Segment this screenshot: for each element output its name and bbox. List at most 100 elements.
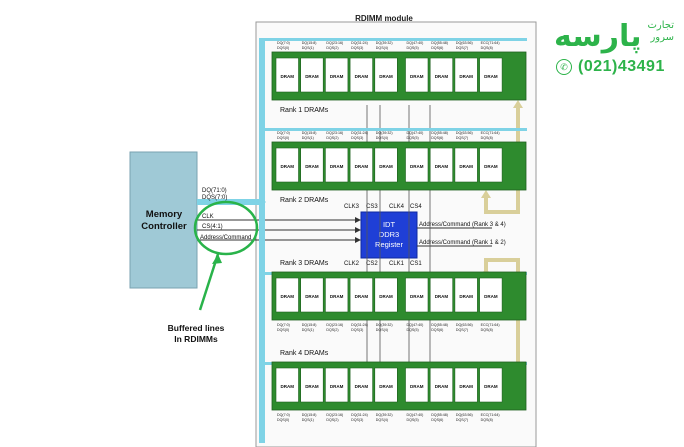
dq-label: DQ(55:48)	[431, 41, 448, 45]
dq-label: DQ(15:8)	[302, 131, 317, 135]
dram-chip	[454, 277, 478, 313]
memory-controller-label-1: Memory	[146, 209, 183, 220]
signal-cs: CS(4:1)	[202, 224, 223, 230]
cs3-label: CS3	[366, 204, 378, 210]
route-rank3-arrow	[481, 190, 491, 198]
dq-label: DQ(63:56)	[456, 323, 473, 327]
dram-label: DRAM	[484, 294, 498, 299]
dram-chip	[300, 277, 324, 313]
dqs-label: DQS(8)	[481, 46, 493, 50]
dq-label: ECC(71:64)	[481, 41, 500, 45]
dram-chip	[405, 367, 429, 403]
dqs-label: DQS(7)	[456, 46, 468, 50]
dram-chip	[325, 57, 349, 93]
annotation-line-1: Buffered lines	[168, 323, 225, 333]
dq-label: DQ(23:16)	[326, 131, 343, 135]
clk-arrow	[355, 217, 361, 223]
dram-label: DRAM	[281, 384, 295, 389]
dram-label: DRAM	[330, 294, 344, 299]
phone-number: (021)43491	[578, 58, 665, 75]
dram-label: DRAM	[459, 294, 473, 299]
dram-chip	[374, 57, 398, 93]
dqs-label: DQS(5)	[407, 328, 419, 332]
dqs-label: DQS(6)	[431, 328, 443, 332]
dqs-label: DQS(4)	[376, 418, 388, 422]
dq-label: DQ(47:40)	[407, 131, 424, 135]
dq-label: DQ(15:8)	[302, 413, 317, 417]
dqs-label: DQS(8)	[481, 136, 493, 140]
register-line-3: Register	[375, 240, 403, 249]
dqs-label: DQS(3)	[351, 418, 363, 422]
signal-clk: CLK	[202, 214, 214, 220]
dqs-label: DQS(6)	[431, 418, 443, 422]
dq-label: DQ(47:40)	[407, 413, 424, 417]
dram-label: DRAM	[484, 384, 498, 389]
annotation-line-2: In RDIMMs	[174, 334, 218, 344]
dqs-label: DQS(2)	[326, 328, 338, 332]
dram-label: DRAM	[330, 74, 344, 79]
dq-label: ECC(71:64)	[481, 413, 500, 417]
dq-label: DQ(39:32)	[376, 413, 393, 417]
dram-chip	[275, 367, 299, 403]
dqs-label: DQS(3)	[351, 46, 363, 50]
dram-chip	[325, 367, 349, 403]
register-line-1: IDT	[383, 220, 396, 229]
dram-label: DRAM	[355, 384, 369, 389]
dram-chip	[479, 367, 503, 403]
dram-label: DRAM	[281, 294, 295, 299]
brand-tagline-1: تجارت	[647, 20, 674, 31]
dq-trunk	[259, 38, 265, 443]
dq-label: DQ(7:0)	[277, 41, 290, 45]
dqs-label: DQS(6)	[431, 136, 443, 140]
dram-label: DRAM	[305, 164, 319, 169]
dram-label: DRAM	[330, 384, 344, 389]
dqs-label: DQS(2)	[326, 46, 338, 50]
dram-chip	[454, 367, 478, 403]
dram-chip	[300, 57, 324, 93]
dram-label: DRAM	[484, 164, 498, 169]
module-title: RDIMM module	[355, 14, 413, 23]
clk1-label: CLK1	[389, 261, 405, 267]
memory-controller-box	[129, 151, 198, 289]
register-line-2: DDR3	[379, 230, 399, 239]
dq-label: DQ(47:40)	[407, 41, 424, 45]
dq-label: DQ(7:0)	[277, 413, 290, 417]
dram-chip	[405, 277, 429, 313]
signal-dqs: DQS(7:0)	[202, 195, 227, 201]
dram-chip	[405, 147, 429, 183]
dram-chip	[300, 367, 324, 403]
dqs-label: DQS(8)	[481, 418, 493, 422]
rank-label: Rank 1 DRAMs	[280, 107, 329, 114]
phone-icon: ✆	[556, 59, 572, 75]
rank-label: Rank 3 DRAMs	[280, 260, 329, 267]
dq-label: DQ(31:24)	[351, 323, 368, 327]
dram-label: DRAM	[410, 384, 424, 389]
dq-label: DQ(7:0)	[277, 323, 290, 327]
dqs-label: DQS(3)	[351, 328, 363, 332]
dq-label: DQ(23:16)	[326, 41, 343, 45]
ranks-layer: Rank 1 DRAMsDRAMDQ(7:0)DQS(0)DRAMDQ(15:8…	[259, 38, 527, 422]
dram-label: DRAM	[355, 164, 369, 169]
dram-chip	[325, 147, 349, 183]
dram-chip	[454, 147, 478, 183]
dram-label: DRAM	[281, 164, 295, 169]
dram-label: DRAM	[435, 164, 449, 169]
dq-label: DQ(23:16)	[326, 413, 343, 417]
dq-label: ECC(71:64)	[481, 323, 500, 327]
rank-label: Rank 2 DRAMs	[280, 197, 329, 204]
dqs-label: DQS(3)	[351, 136, 363, 140]
brand-tagline: تجارت سرور	[638, 20, 674, 44]
dq-label: DQ(31:24)	[351, 413, 368, 417]
route-rank4-arrow	[513, 100, 523, 108]
cs-arrow	[355, 227, 361, 233]
dram-chip	[349, 367, 373, 403]
dram-chip	[349, 147, 373, 183]
dram-chip	[479, 147, 503, 183]
dram-label: DRAM	[484, 74, 498, 79]
dqs-label: DQS(6)	[431, 46, 443, 50]
dqs-label: DQS(0)	[277, 328, 289, 332]
dq-label: DQ(39:32)	[376, 323, 393, 327]
dram-label: DRAM	[355, 294, 369, 299]
dram-label: DRAM	[459, 384, 473, 389]
